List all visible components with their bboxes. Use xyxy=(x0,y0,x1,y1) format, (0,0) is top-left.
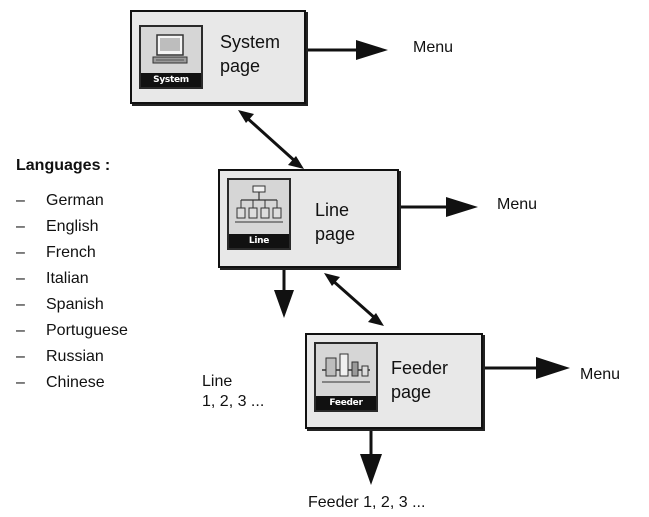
line-page-subtitle: page xyxy=(315,224,356,244)
language-item: – German xyxy=(16,188,128,214)
system-icon-caption: System xyxy=(141,73,201,87)
network-icon xyxy=(235,185,283,223)
feeder-icon xyxy=(322,353,370,383)
language-name: Portuguese xyxy=(46,322,128,339)
feeder-page-title: Feeder xyxy=(391,358,449,378)
line-menu-label: Menu xyxy=(497,196,538,213)
monitor-icon xyxy=(152,34,188,64)
language-item: – French xyxy=(16,240,128,266)
feeder-menu-arrow xyxy=(483,357,570,379)
language-name: German xyxy=(46,192,104,209)
language-name: French xyxy=(46,244,96,261)
line-menu-arrow xyxy=(399,197,478,217)
line-sub-title: Line xyxy=(202,373,233,390)
line-feeder-double-arrow xyxy=(324,273,384,326)
languages-list: – German – English – French – Italian – Spanish – P… xyxy=(16,188,128,396)
list-dash: – xyxy=(16,244,25,261)
language-item: – Chinese xyxy=(16,370,128,396)
feeder-sub-pages-label: Feeder 1, 2, 3 ... xyxy=(308,494,426,511)
list-dash: – xyxy=(16,192,25,209)
language-name: Spanish xyxy=(46,296,104,313)
feeder-icon-tile: Feeder xyxy=(314,342,378,412)
feeder-page-box[interactable]: Feeder Feeder page xyxy=(305,333,483,429)
feeder-menu-label: Menu xyxy=(580,366,621,383)
line-sub-pages-label: Line 1, 2, 3 ... xyxy=(202,372,264,412)
system-page-label: System page xyxy=(220,30,280,78)
list-dash: – xyxy=(16,374,25,391)
line-icon-caption: Line xyxy=(229,234,289,248)
language-item: – Italian xyxy=(16,266,128,292)
feeder-page-subtitle: page xyxy=(391,382,432,402)
language-item: – Spanish xyxy=(16,292,128,318)
list-dash: – xyxy=(16,322,25,339)
list-dash: – xyxy=(16,270,25,287)
system-page-box[interactable]: System System page xyxy=(130,10,306,104)
language-item: – Portuguese xyxy=(16,318,128,344)
system-menu-arrow xyxy=(306,40,388,60)
line-page-label: Line page xyxy=(315,198,355,246)
system-page-title: System xyxy=(220,32,281,52)
line-page-box[interactable]: Line Line page xyxy=(218,169,399,268)
language-name: Russian xyxy=(46,348,104,365)
languages-title: Languages : xyxy=(16,157,111,174)
system-icon-tile: System xyxy=(139,25,203,89)
language-name: Italian xyxy=(46,270,89,287)
line-page-title: Line xyxy=(315,200,350,220)
list-dash: – xyxy=(16,218,25,235)
line-icon-tile: Line xyxy=(227,178,291,250)
language-name: English xyxy=(46,218,99,235)
list-dash: – xyxy=(16,296,25,313)
language-item: – English xyxy=(16,214,128,240)
feeder-icon-caption: Feeder xyxy=(316,396,376,410)
list-dash: – xyxy=(16,348,25,365)
feeder-page-label: Feeder page xyxy=(391,356,448,404)
system-line-double-arrow xyxy=(238,110,304,169)
system-page-subtitle: page xyxy=(220,56,261,76)
line-sub-numbers: 1, 2, 3 ... xyxy=(202,393,265,410)
system-menu-label: Menu xyxy=(413,39,454,56)
feeder-down-arrow xyxy=(360,430,382,485)
language-name: Chinese xyxy=(46,374,105,391)
language-item: – Russian xyxy=(16,344,128,370)
line-down-arrow xyxy=(274,269,294,318)
